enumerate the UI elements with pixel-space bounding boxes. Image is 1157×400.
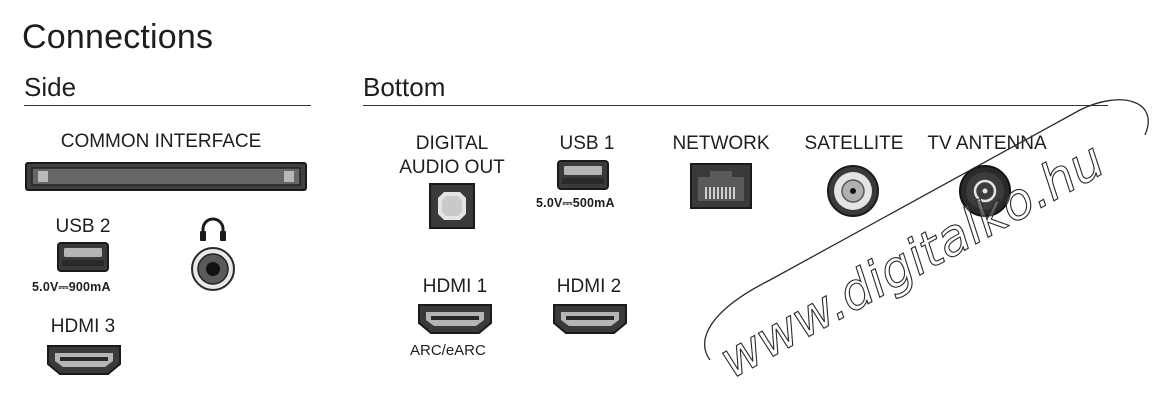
usb2-spec: 5.0V⎓900mA bbox=[32, 280, 111, 294]
watermark-text: www.digitalko.hu bbox=[710, 131, 1114, 390]
hdmi2-label: HDMI 2 bbox=[556, 276, 622, 297]
usb1-port-icon bbox=[557, 160, 609, 190]
usb1-label: USB 1 bbox=[559, 133, 615, 154]
usb1-spec: 5.0V⎓500mA bbox=[536, 196, 615, 210]
hdmi1-port-icon bbox=[418, 304, 492, 334]
hdmi3-port-icon bbox=[47, 345, 121, 375]
network-label: NETWORK bbox=[672, 133, 770, 154]
tv-antenna-connector-icon bbox=[959, 165, 1011, 217]
common-interface-label: COMMON INTERFACE bbox=[60, 131, 262, 152]
section-side-rule bbox=[24, 105, 311, 106]
digital-audio-out-label-line1: DIGITAL bbox=[415, 133, 489, 154]
section-bottom-rule bbox=[363, 105, 1108, 106]
hdmi2-port-icon bbox=[553, 304, 627, 334]
digital-audio-out-label-line2: AUDIO OUT bbox=[399, 157, 505, 178]
section-side-title: Side bbox=[24, 72, 77, 102]
section-bottom-title: Bottom bbox=[363, 72, 446, 102]
ethernet-port-icon bbox=[690, 163, 752, 209]
tv-antenna-label: TV ANTENNA bbox=[927, 133, 1047, 154]
headphone-icon bbox=[200, 217, 226, 241]
page-title: Connections bbox=[22, 18, 214, 56]
hdmi3-label: HDMI 3 bbox=[50, 316, 116, 337]
usb2-port-icon bbox=[57, 242, 109, 272]
satellite-label: SATELLITE bbox=[804, 133, 904, 154]
watermark: www.digitalko.hu bbox=[703, 99, 1149, 390]
headphone-jack-icon bbox=[191, 247, 235, 291]
hdmi1-arc-note: ARC/eARC bbox=[410, 342, 486, 359]
common-interface-slot-icon bbox=[25, 162, 307, 191]
hdmi1-label: HDMI 1 bbox=[422, 276, 488, 297]
satellite-connector-icon bbox=[827, 165, 879, 217]
usb2-label: USB 2 bbox=[55, 216, 111, 237]
optical-audio-port-icon bbox=[429, 183, 475, 229]
